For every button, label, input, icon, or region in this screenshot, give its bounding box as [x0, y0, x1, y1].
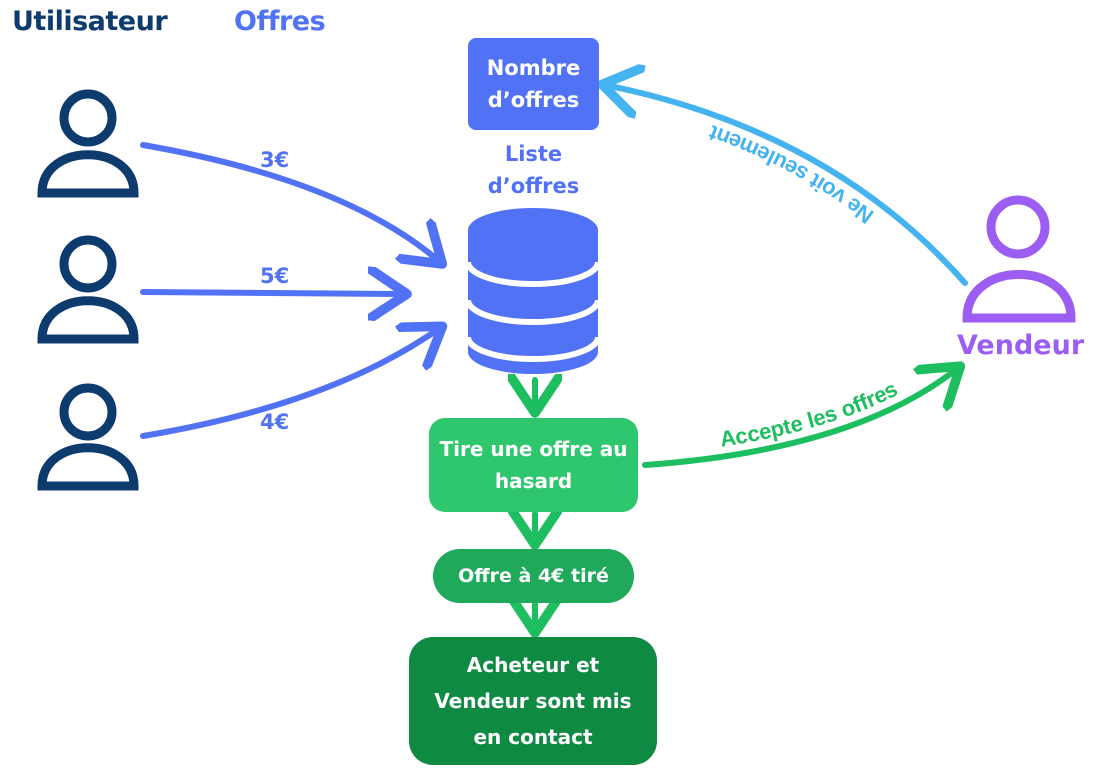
bid-arrow: [140, 328, 440, 439]
offer-list-label: Liste d’offres: [487, 142, 580, 198]
bid-label: 4€: [260, 410, 290, 434]
user-icon: [37, 383, 139, 491]
seller-view-label: Ne voit seulement: [705, 120, 878, 229]
offer-count-box: Nombre d’offres: [468, 38, 599, 130]
bid-arrow: [140, 142, 440, 262]
bid-label: 5€: [260, 264, 290, 288]
user-icon: [37, 89, 139, 198]
bid-label: 3€: [260, 148, 290, 172]
contact-box: Acheteur et Vendeur sont mis en contact: [409, 637, 657, 765]
database-icon: [465, 208, 601, 374]
seller-label: Vendeur: [957, 330, 1085, 361]
random-draw-box: Tire une offre au hasard: [429, 418, 638, 512]
seller-view-arrow: [605, 85, 965, 283]
drawn-offer-box: Offre à 4€ tiré: [433, 549, 634, 603]
legend-offers-label: Offres: [234, 6, 326, 37]
user-icon: [37, 235, 139, 344]
bid-arrow: [140, 292, 404, 294]
legend-user-label: Utilisateur: [12, 6, 168, 37]
seller-icon: [962, 195, 1076, 323]
